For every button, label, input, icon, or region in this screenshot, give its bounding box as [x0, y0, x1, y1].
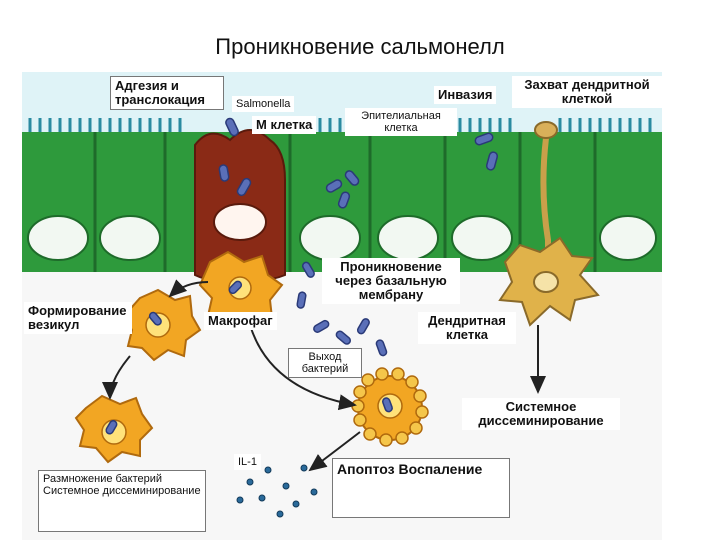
bacterium	[313, 319, 330, 333]
bacterium	[296, 291, 307, 309]
bacterium	[218, 164, 230, 182]
bacterium	[236, 177, 252, 197]
label-apoptosis: Апоптоз Воспаление	[332, 458, 510, 518]
bacterium	[375, 339, 388, 357]
bacterium	[228, 280, 243, 295]
bacterium	[356, 318, 370, 335]
epithelial-nucleus	[27, 215, 89, 261]
bacterium	[344, 170, 360, 186]
dendritic-cell-top	[498, 121, 600, 327]
label-vesicle: Формирование везикул	[24, 302, 132, 334]
label-salmonella: Salmonella	[232, 96, 295, 112]
page-title: Проникновение сальмонелл	[215, 34, 505, 59]
label-macrophage: Макрофаг	[204, 312, 277, 330]
bacteria	[105, 117, 499, 435]
vesicle-macrophage	[122, 288, 202, 362]
label-epithelial: Эпителиальная клетка	[345, 108, 457, 136]
arrow-to-il1	[308, 431, 361, 472]
label-invasion: Инвазия	[434, 86, 497, 104]
label-systemic: Системное диссеминирование	[462, 398, 620, 430]
bacterium	[301, 261, 315, 278]
epithelial-nucleus	[451, 215, 513, 261]
bacterium	[474, 132, 494, 146]
m-cell	[194, 129, 286, 281]
epithelial-nucleus	[377, 215, 439, 261]
bacterium	[105, 419, 118, 435]
arrows	[102, 279, 546, 472]
arrow-to-vesicle	[168, 279, 209, 298]
epithelial-nucleus	[299, 215, 361, 261]
label-dendritic: Дендритная клетка	[418, 312, 516, 344]
il1-molecules	[236, 464, 318, 518]
epithelial-nucleus	[599, 215, 657, 261]
bacterium	[148, 311, 162, 326]
label-m-cell: М клетка	[252, 116, 317, 134]
bacterium	[225, 117, 239, 137]
arrow-to-replication	[102, 355, 131, 400]
label-exit: Выход бактерий	[288, 348, 362, 378]
bacterium	[485, 151, 499, 171]
label-replication: Размножение бактерий Системное диссемини…	[38, 470, 206, 532]
bacterium	[335, 330, 352, 345]
label-basement: Проникновение через базальную мембрану	[322, 258, 460, 304]
bacterium	[382, 397, 393, 413]
epithelial-nucleus	[99, 215, 161, 261]
apoptotic-macrophage	[351, 367, 429, 447]
label-dc-capture: Захват дендритной клеткой	[512, 76, 662, 108]
bacterium	[325, 179, 343, 193]
label-adhesion: Адгезия и транслокация	[110, 76, 224, 110]
label-il1: IL-1	[234, 454, 261, 470]
bacterium	[337, 191, 351, 209]
arrow-to-apoptosis	[249, 324, 357, 411]
